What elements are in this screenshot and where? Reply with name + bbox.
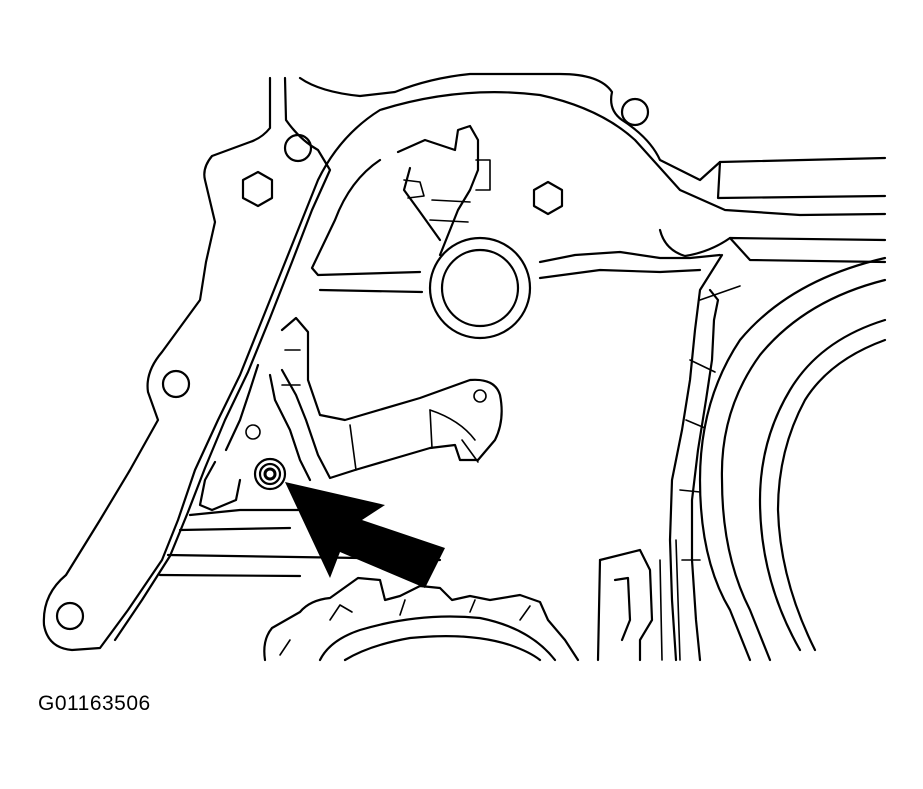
cover-outer-outline bbox=[42, 72, 887, 652]
figure-id-label: G01163506 bbox=[38, 692, 151, 715]
chain-guide-bracket bbox=[280, 316, 503, 480]
oil-pump-housing bbox=[668, 253, 887, 662]
target-bolt bbox=[253, 457, 287, 491]
pointer-arrow bbox=[285, 482, 445, 588]
inner-cover-lines bbox=[310, 158, 887, 294]
tensioner-lever bbox=[396, 124, 532, 340]
bolt-holes bbox=[55, 97, 650, 631]
lower-right-channel bbox=[596, 539, 681, 662]
crank-sprocket bbox=[263, 576, 580, 662]
